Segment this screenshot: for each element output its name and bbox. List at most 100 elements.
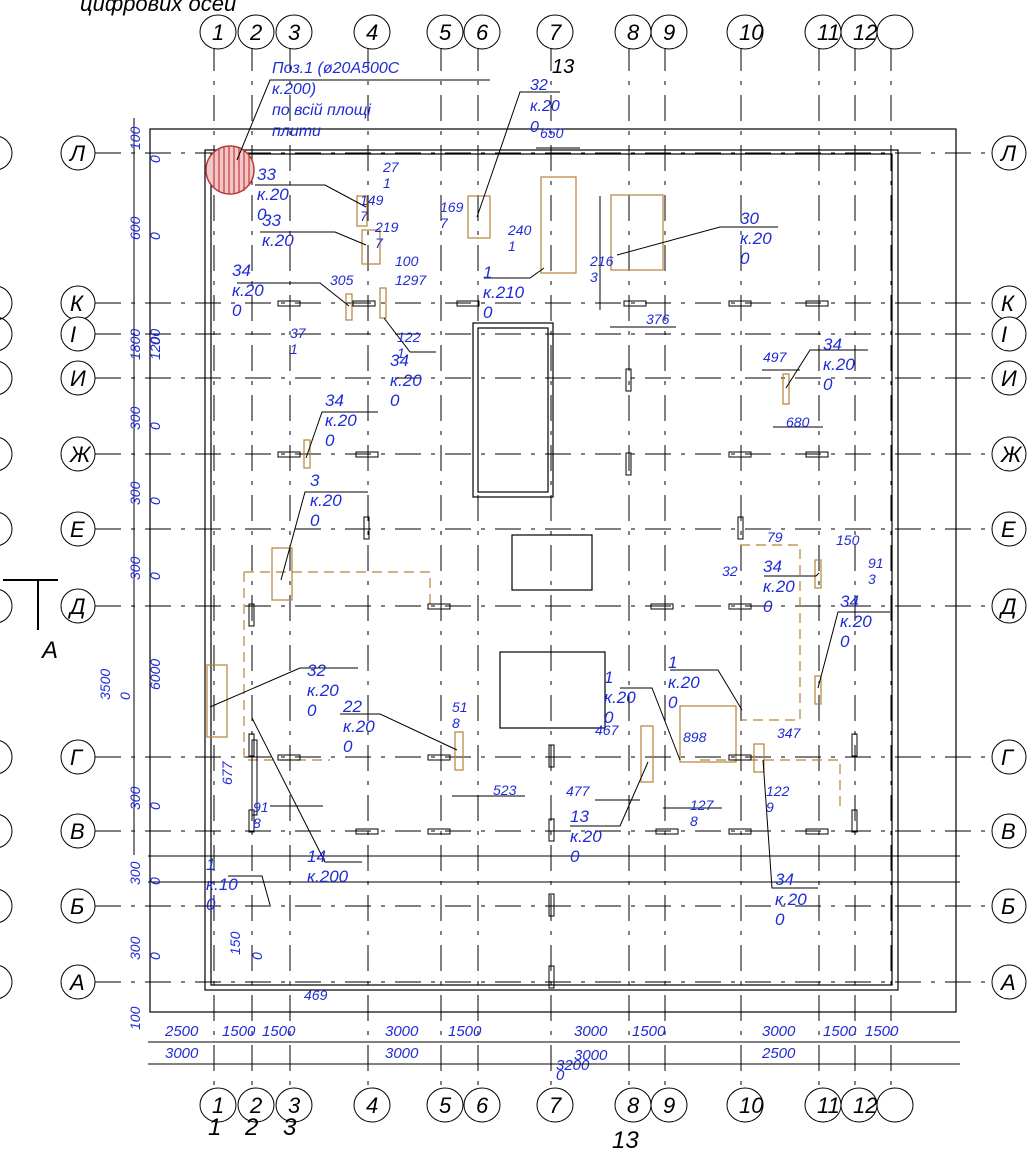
axis-bubble-c4-bottom	[353, 1087, 391, 1123]
left-dimension-text: 0	[147, 877, 163, 885]
rebar-zone-14	[814, 559, 822, 589]
axis-bubble-r-i-edge	[0, 317, 13, 351]
bottom-dimension-text: 1500	[632, 1023, 666, 1040]
callout-c-913: 913	[868, 555, 884, 587]
axis-bubble-c2-bottom	[237, 1087, 275, 1123]
callout-line: 0	[604, 708, 614, 727]
callout-line: к.200	[307, 867, 349, 886]
column-head	[352, 300, 376, 307]
left-dimension-text: 0	[147, 802, 163, 810]
axis-label-r-k-right: К	[1001, 291, 1015, 316]
axis-bubble-r-g-right	[991, 739, 1027, 775]
bottom-dimension-text: 1500	[448, 1023, 482, 1040]
poz1-marker	[205, 145, 255, 195]
callout-line: 0	[840, 632, 850, 651]
left-dimension-text: 100	[127, 1006, 143, 1030]
axis-label-c8-top: 8	[627, 20, 640, 45]
callout-line: к.20	[823, 355, 855, 374]
callout-c-477: 477	[566, 783, 591, 799]
callout-line: к.20	[307, 681, 339, 700]
left-dimension-text: 3500	[97, 669, 113, 700]
slab-outline	[149, 128, 957, 1013]
column-head	[650, 603, 674, 610]
callout-c-32c: 32к.200	[307, 661, 339, 720]
column-head	[728, 754, 752, 761]
axis-bubble-c13-top	[876, 14, 914, 50]
bottom-extra-label-c13: 13	[612, 1127, 639, 1153]
axis-bubble-c5-top	[426, 14, 464, 50]
axis-bubble-r-zh-right	[991, 436, 1027, 472]
opening-large-inner	[477, 327, 549, 493]
left-dimension-text: 1800	[127, 329, 143, 360]
column-head	[355, 451, 379, 458]
axis-label-r-l-right: Л	[999, 141, 1017, 166]
axis-bubble-c10-bottom	[726, 1087, 764, 1123]
callout-line: 3	[310, 471, 320, 490]
callout-line: 0	[668, 693, 678, 712]
callout-line: 898	[683, 729, 707, 745]
axis-label-r-zh-left: Ж	[69, 442, 92, 467]
rebar-zone-4	[356, 195, 368, 227]
callout-line: 37	[290, 325, 307, 341]
bottom-extra-label-c2: 2	[244, 1114, 258, 1141]
left-dimension-text: 677	[219, 760, 235, 785]
callout-line: 32	[530, 77, 548, 94]
callout-c-680: 680	[786, 414, 810, 430]
rebar-zone-12	[640, 725, 654, 783]
column-head	[625, 368, 632, 392]
left-dimension-text: 300	[127, 861, 143, 885]
callout-line: 8	[690, 813, 698, 829]
callout-line: к.20	[763, 577, 795, 596]
rebar-zone-2	[610, 194, 664, 271]
callout-c-79: 79	[767, 529, 783, 545]
rebar-zone-17	[679, 705, 737, 763]
callout-line: 100	[395, 253, 419, 269]
rebar-zone-16	[753, 743, 765, 773]
left-dimension-text: 0	[147, 155, 163, 163]
left-dimension-text: 0	[147, 232, 163, 240]
axis-label-r-i-right: І	[1001, 322, 1007, 347]
callout-line: 0	[775, 910, 785, 929]
callout-line: 169	[440, 199, 464, 215]
left-dimension-text: 150	[227, 931, 243, 955]
axis-label-r-d-right: Д	[998, 594, 1017, 619]
axis-label-c12-bottom: 12	[853, 1093, 877, 1118]
callout-line: к.210	[483, 283, 525, 302]
section-mark: А	[40, 637, 58, 664]
callout-line: 34	[325, 391, 344, 410]
column-head	[623, 300, 647, 307]
column-head	[548, 965, 555, 989]
callout-line: 1	[290, 341, 298, 357]
left-dimension-text: 300	[127, 936, 143, 960]
callout-c-467: 467	[595, 722, 620, 738]
column-head	[277, 754, 301, 761]
axis-bubble-r-d-edge	[0, 589, 13, 623]
column-head	[427, 603, 451, 610]
callout-line: 34	[840, 592, 859, 611]
axis-bubble-r-v-edge	[0, 814, 13, 848]
callout-line: 91	[253, 799, 269, 815]
axis-bubble-r-e-right	[991, 511, 1027, 547]
callout-line: 127	[690, 797, 715, 813]
axis-bubble-r-y-left	[60, 360, 96, 396]
callout-c-100: 100	[395, 253, 419, 269]
callout-line: 7	[375, 235, 384, 251]
axis-bubble-r-zh-left	[60, 436, 96, 472]
column-head	[728, 300, 752, 307]
column-head	[427, 828, 451, 835]
callout-line: 30	[740, 209, 759, 228]
column-head	[548, 893, 555, 917]
axis-bubble-c1-bottom	[199, 1087, 237, 1123]
callout-line: 1	[397, 345, 405, 361]
axis-label-c6-bottom: 6	[476, 1093, 489, 1118]
leader-lines	[209, 79, 890, 906]
column-13-top-label: 13	[552, 56, 574, 78]
axis-bubble-r-g-edge	[0, 740, 13, 774]
callout-line: к.20	[343, 717, 375, 736]
callout-line: 51	[452, 699, 468, 715]
